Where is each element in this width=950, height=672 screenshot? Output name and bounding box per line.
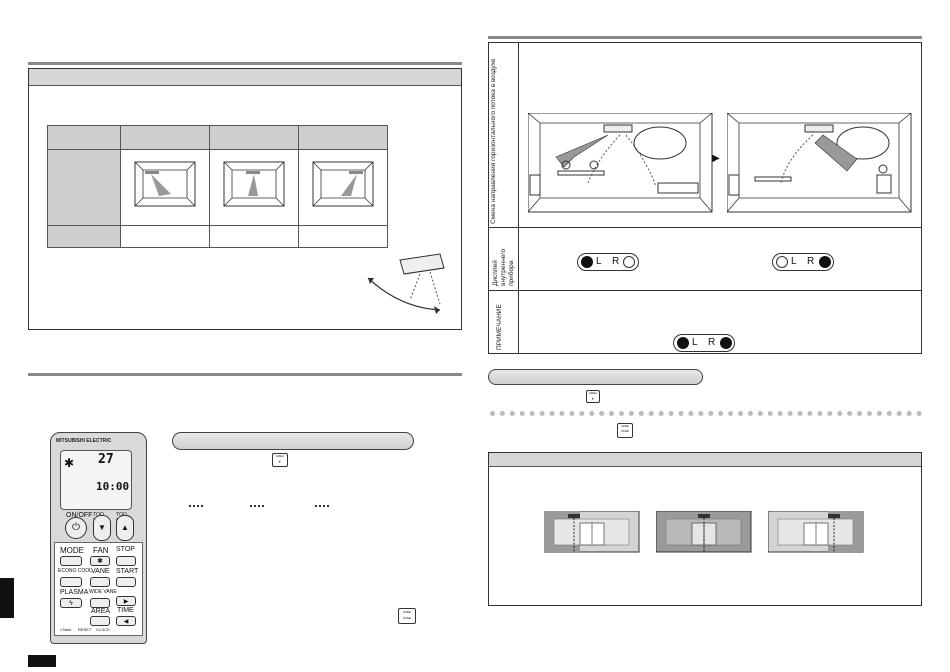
- vane-pattern-icon-2: [250, 500, 264, 507]
- onoff-button[interactable]: ⏻: [65, 517, 87, 539]
- vane-button[interactable]: [90, 577, 110, 587]
- mode-button[interactable]: [60, 556, 82, 566]
- row-label-note: ПРИМЕЧАНИЕ: [496, 304, 503, 350]
- area-mode-frame: [488, 452, 922, 606]
- fan-button[interactable]: ✱: [90, 556, 110, 566]
- area-icon-small: AREA◭: [586, 390, 600, 403]
- table-cell: [120, 225, 210, 248]
- lamp-on-icon: [581, 256, 593, 268]
- btn-start-label: START: [116, 568, 139, 575]
- vane-pattern-icon-3: [315, 500, 329, 507]
- lamp-off-icon: [776, 256, 788, 268]
- room-diagram-cell-right: [298, 149, 388, 226]
- room-area-left-diagram: [544, 511, 640, 553]
- lamp-on-icon: [720, 337, 732, 349]
- room-scene-airflow-right: [727, 113, 912, 213]
- area-icon: AREA◭: [272, 453, 288, 467]
- vane-pattern-icon-1: [189, 500, 203, 507]
- right-table-divider-2: [489, 290, 921, 291]
- table-row-label-cell: [47, 225, 121, 248]
- time-forward-button[interactable]: ▶: [116, 596, 136, 606]
- indicator-left-r: R: [612, 256, 620, 267]
- fan-icon: ✱: [64, 456, 75, 470]
- btn-vane-label: VANE: [91, 568, 110, 575]
- room-area-center-diagram: [656, 511, 752, 553]
- indicator-both-lit: L R: [673, 334, 735, 352]
- instruction-heading-pill: [172, 432, 414, 450]
- room-diagram-cell-left: [120, 149, 210, 226]
- left-mid-rule: [28, 373, 462, 376]
- btn-fan-label: FAN: [93, 546, 109, 555]
- start-button[interactable]: [116, 577, 136, 587]
- indicator-right-r: R: [807, 256, 815, 267]
- btn-area-label: AREA: [91, 608, 111, 615]
- row-label-display: Дисплей внутреннего прибора: [492, 248, 515, 286]
- too-warm-button[interactable]: ▼: [93, 515, 111, 541]
- page-number-marker: [28, 655, 56, 667]
- btn-time-label: TIME: [117, 607, 134, 614]
- arrow-right-icon: ▶: [712, 153, 720, 164]
- area-mode-header-bar: [489, 453, 921, 467]
- indicator-both-r: R: [708, 337, 716, 348]
- indicator-both-l: L: [692, 337, 698, 348]
- btn-reset-label: RESET: [78, 627, 92, 632]
- table-header-cell: [120, 125, 210, 150]
- left-top-header-bar: [29, 69, 461, 86]
- too-cool-button[interactable]: ▲: [116, 515, 134, 541]
- remote-brand: MITSUBISHI ELECTRIC: [56, 438, 112, 444]
- room-airflow-right-diagram: [312, 161, 374, 207]
- room-scene-airflow-left: [528, 113, 713, 213]
- wide-vane-icon-small: WIDE VANE: [617, 423, 633, 438]
- remote-display: [60, 450, 132, 510]
- area-heading-pill: [488, 369, 703, 385]
- btn-stop-label: STOP: [116, 546, 135, 553]
- indicator-right-lit: L R: [772, 253, 834, 271]
- left-top-frame: [28, 68, 462, 330]
- time-back-button[interactable]: ◀: [116, 616, 136, 626]
- page-tab-marker: [0, 578, 14, 618]
- room-diagram-cell-center: [209, 149, 299, 226]
- btn-econo-label: ECONO COOL: [58, 568, 92, 574]
- indicator-left-lit: L R: [577, 253, 639, 271]
- right-table-frame: [488, 42, 922, 354]
- lamp-off-icon: [623, 256, 635, 268]
- indoor-unit-swing-illustration: [367, 253, 445, 314]
- right-table-label-column: [489, 43, 519, 353]
- btn-onoff-label: ON/OFF: [66, 512, 93, 519]
- btn-i-save-label: i-Save: [60, 627, 72, 632]
- wide-vane-icon: WIDE VANE: [398, 608, 416, 624]
- table-cell: [298, 225, 388, 248]
- stop-button[interactable]: [116, 556, 136, 566]
- btn-wide-vane-label: WIDE VANE: [89, 589, 117, 595]
- row-label-airflow: Смена направления горизонтального потока…: [490, 58, 497, 224]
- wide-vane-button[interactable]: [90, 598, 110, 608]
- remote-display-time: 10:00: [96, 480, 130, 493]
- table-cell: [209, 225, 299, 248]
- indicator-right-l: L: [791, 256, 797, 267]
- room-area-right-diagram: [768, 511, 864, 553]
- btn-plasma-label: PLASMA: [60, 589, 89, 596]
- indicator-left-l: L: [596, 256, 602, 267]
- vane-position-table: [47, 125, 388, 248]
- btn-mode-label: MODE: [60, 546, 84, 555]
- lamp-on-icon: [819, 256, 831, 268]
- table-header-cell: [298, 125, 388, 150]
- econo-cool-button[interactable]: [60, 577, 82, 587]
- table-header-cell: [209, 125, 299, 150]
- lamp-on-icon: [677, 337, 689, 349]
- room-airflow-center-diagram: [223, 161, 285, 207]
- table-row-label-cell: [47, 149, 121, 226]
- dotted-separator: [490, 411, 922, 416]
- plasma-button[interactable]: ϟ: [60, 598, 82, 608]
- right-table-divider-1: [489, 227, 921, 228]
- room-airflow-left-diagram: [134, 161, 196, 207]
- left-top-rule: [28, 62, 462, 65]
- remote-display-temp: 27: [98, 452, 114, 467]
- btn-clock-label: CLOCK: [96, 627, 110, 632]
- area-button[interactable]: [90, 616, 110, 626]
- table-header-cell: [47, 125, 121, 150]
- right-top-rule: [488, 36, 922, 39]
